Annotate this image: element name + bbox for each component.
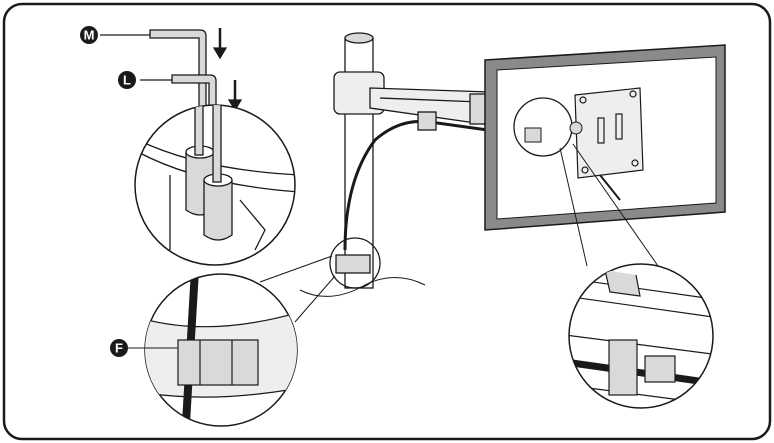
callout-badge-m: M bbox=[80, 26, 98, 44]
down-arrow-icon bbox=[212, 28, 228, 60]
monitor-cable bbox=[343, 119, 561, 251]
leader-lines bbox=[259, 143, 666, 323]
monitor bbox=[484, 44, 726, 231]
vesa-plate bbox=[574, 87, 644, 179]
pole-clip-zoom-source bbox=[329, 237, 381, 289]
pole-clip-zoom-detail bbox=[144, 273, 298, 427]
callout-label-m: M bbox=[84, 28, 95, 43]
down-arrow-icon bbox=[227, 80, 243, 112]
callout-badge-l: L bbox=[118, 71, 136, 89]
mount-pole-arm bbox=[333, 32, 561, 289]
callout-label-f: F bbox=[115, 341, 123, 356]
hex-key-zoom-detail bbox=[134, 104, 296, 266]
cable-clip bbox=[177, 339, 259, 386]
callout-label-l: L bbox=[123, 73, 131, 88]
arm-clip-zoom-source bbox=[513, 97, 583, 157]
callout-badge-f: F bbox=[110, 339, 178, 357]
